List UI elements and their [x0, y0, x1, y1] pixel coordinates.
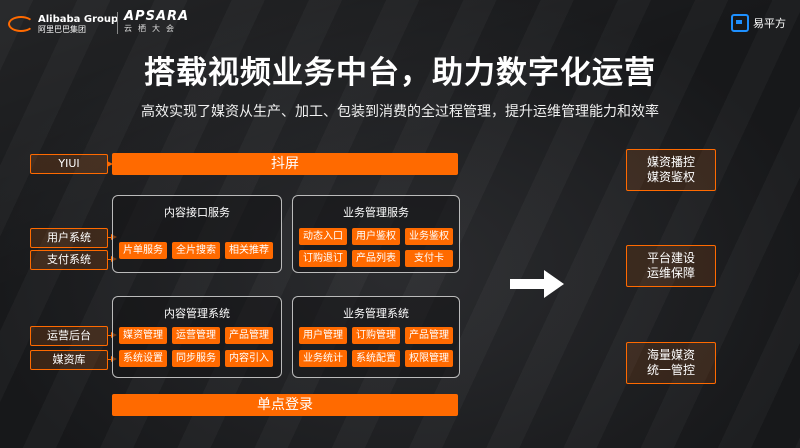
chip-dynamic-entry: 动态入口	[299, 228, 347, 245]
chip-biz-auth: 业务鉴权	[405, 228, 453, 245]
right-box-2-line2: 运维保障	[646, 266, 695, 280]
yiui-label: YIUI	[30, 154, 108, 174]
chip-full-search: 全片搜索	[172, 242, 220, 259]
brand-name: 易平方	[753, 17, 786, 30]
user-system-label: 用户系统	[30, 228, 108, 248]
chip-pay-card: 支付卡	[405, 250, 453, 267]
right-box-2-line1: 平台建设	[646, 251, 695, 265]
chip-product-mgmt-biz: 产品管理	[405, 327, 453, 344]
alibaba-logo-text: Alibaba Group	[38, 14, 119, 25]
media-library-label: 媒资库	[30, 350, 108, 370]
pay-system-label: 支付系统	[30, 250, 108, 270]
biz-service-panel: 业务管理服务 动态入口 用户鉴权 业务鉴权 订购退订 产品列表 支付卡	[292, 195, 460, 273]
chip-order-mgmt: 订购管理	[352, 327, 400, 344]
ops-backend-label: 运营后台	[30, 326, 108, 346]
right-box-3-line2: 统一管控	[646, 363, 695, 377]
chip-related-recommend: 相关推荐	[225, 242, 273, 259]
bottom-bar-sso: 单点登录	[112, 394, 458, 416]
chip-order-unsubscribe: 订购退订	[299, 250, 347, 267]
apsara-logo: APSARA 云栖大会	[124, 10, 189, 34]
chip-media-mgmt: 媒资管理	[119, 327, 167, 344]
chip-playlist-service: 片单服务	[119, 242, 167, 259]
chip-system-config: 系统配置	[352, 350, 400, 367]
content-mgmt-panel: 内容管理系统 媒资管理 运营管理 产品管理 系统设置 同步服务 内容引入	[112, 296, 282, 378]
content-api-title: 内容接口服务	[164, 206, 230, 219]
chip-product-mgmt: 产品管理	[225, 327, 273, 344]
chip-permission-mgmt: 权限管理	[405, 350, 453, 367]
alibaba-group-logo: Alibaba Group 阿里巴巴集团	[8, 14, 118, 34]
logo-divider	[117, 12, 118, 34]
apsara-logo-text: APSARA	[124, 9, 190, 24]
chip-biz-stats: 业务统计	[299, 350, 347, 367]
right-box-3-line1: 海量媒资	[646, 348, 695, 362]
right-box-unified-control: 海量媒资 统一管控	[626, 342, 716, 384]
biz-service-title: 业务管理服务	[343, 206, 409, 219]
chip-user-mgmt: 用户管理	[299, 327, 347, 344]
right-arrow-icon	[510, 270, 564, 298]
content-api-panel: 内容接口服务 片单服务 全片搜索 相关推荐	[112, 195, 282, 273]
content-mgmt-title: 内容管理系统	[164, 307, 230, 320]
header: Alibaba Group 阿里巴巴集团 APSARA 云栖大会 易平方	[0, 0, 800, 44]
right-box-1-line2: 媒资鉴权	[646, 170, 695, 184]
brand-logo: 易平方	[731, 14, 786, 32]
page-title: 搭载视频业务中台，助力数字化运营	[144, 55, 656, 91]
alibaba-smile-icon	[8, 16, 34, 32]
chip-ops-mgmt: 运营管理	[172, 327, 220, 344]
chip-content-import: 内容引入	[225, 350, 273, 367]
chip-product-list: 产品列表	[352, 250, 400, 267]
right-box-platform-ops: 平台建设 运维保障	[626, 245, 716, 287]
chip-user-auth: 用户鉴权	[352, 228, 400, 245]
biz-mgmt-panel: 业务管理系统 用户管理 订购管理 产品管理 业务统计 系统配置 权限管理	[292, 296, 460, 378]
right-box-media-control: 媒资播控 媒资鉴权	[626, 149, 716, 191]
biz-mgmt-title: 业务管理系统	[343, 307, 409, 320]
chip-system-settings: 系统设置	[119, 350, 167, 367]
chip-sync-service: 同步服务	[172, 350, 220, 367]
alibaba-logo-cn: 阿里巴巴集团	[38, 25, 86, 34]
right-box-1-line1: 媒资播控	[646, 155, 695, 169]
apsara-logo-cn: 云栖大会	[124, 24, 180, 33]
brand-icon	[731, 14, 749, 32]
top-bar-douping: 抖屏	[112, 153, 458, 175]
page-subtitle: 高效实现了媒资从生产、加工、包装到消费的全过程管理，提升运维管理能力和效率	[141, 104, 659, 120]
